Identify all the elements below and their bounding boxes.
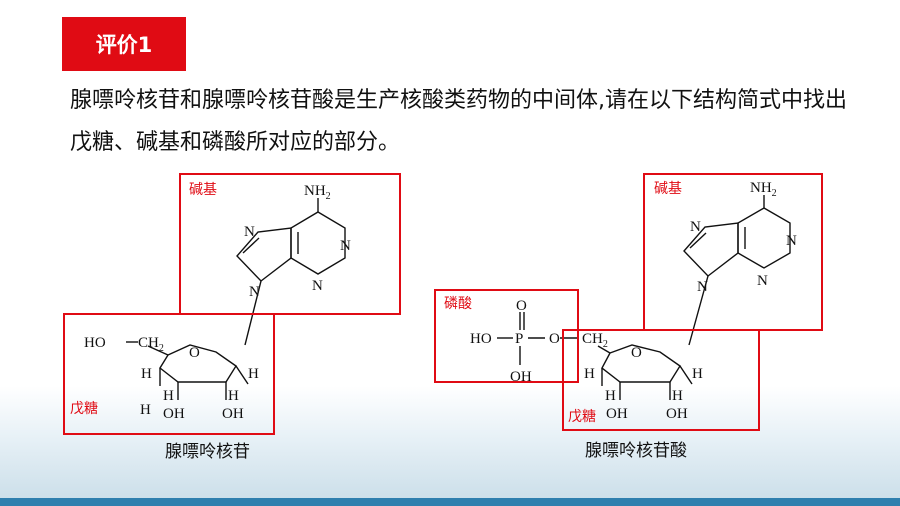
left-atom-h2: H xyxy=(163,388,174,404)
right-sugar-box xyxy=(562,329,760,431)
left-atom-oh2: OH xyxy=(222,406,244,422)
left-sugar-label: 戊糖 xyxy=(70,401,98,417)
right-atom-ch2: CH2 xyxy=(582,331,608,350)
left-atom-n3: N xyxy=(312,278,323,294)
right-atom-n7: N xyxy=(690,219,701,235)
right-phosphate-label: 磷酸 xyxy=(444,296,472,312)
right-base-label: 碱基 xyxy=(654,180,682,197)
left-atom-h5: H xyxy=(140,402,151,418)
right-atom-oh1: OH xyxy=(606,406,628,422)
left-atom-n1: N xyxy=(340,238,351,254)
right-base-box xyxy=(643,173,823,331)
background-wave xyxy=(0,386,900,506)
right-imidazole-ring xyxy=(683,222,739,277)
left-atom-n9: N xyxy=(249,284,260,300)
right-nh2: NH2 xyxy=(750,180,777,199)
right-atom-n1: N xyxy=(786,233,797,249)
bottom-bar xyxy=(0,498,900,506)
left-structure xyxy=(126,198,346,400)
right-pyrimidine-ring xyxy=(737,207,791,269)
left-caption: 腺嘌呤核苷 xyxy=(165,442,250,462)
right-atom-o: O xyxy=(631,345,642,361)
right-caption: 腺嘌呤核苷酸 xyxy=(585,441,687,461)
right-atom-h1: H xyxy=(584,366,595,382)
left-imidazole-ring xyxy=(236,227,292,282)
right-structure xyxy=(497,195,791,400)
left-atom-o: O xyxy=(189,345,200,361)
right-atom-ester-o: O xyxy=(549,331,560,347)
left-base-box xyxy=(179,173,401,315)
right-atom-h2: H xyxy=(605,388,616,404)
question-text: 腺嘌呤核苷和腺嘌呤核苷酸是生产核酸类药物的中间体,请在以下结构简式中找出戊糖、碱… xyxy=(70,88,847,155)
left-base-label: 碱基 xyxy=(189,181,217,198)
left-atom-n7: N xyxy=(244,224,255,240)
right-atom-oh2: OH xyxy=(666,406,688,422)
left-pyrimidine-ring xyxy=(290,211,346,275)
right-atom-n9: N xyxy=(697,279,708,295)
left-atoms: NH2 N N N N HO CH2 O H H H H H OH OH xyxy=(84,183,351,422)
right-atom-n3: N xyxy=(757,273,768,289)
right-atom-p: P xyxy=(515,331,523,347)
left-atom-h1: H xyxy=(141,366,152,382)
right-atoms: NH2 N N N N HO P O O OH CH2 O H H H H OH… xyxy=(470,180,797,422)
left-atom-ch2: CH2 xyxy=(138,335,164,354)
right-atom-h4: H xyxy=(692,366,703,382)
right-atom-ho: HO xyxy=(470,331,492,347)
left-atom-ho: HO xyxy=(84,335,106,351)
left-ribose-ring xyxy=(159,344,237,383)
right-atom-p-o: O xyxy=(516,298,527,314)
right-sugar-label: 戊糖 xyxy=(568,409,596,425)
right-phosphate-box xyxy=(434,289,579,383)
left-atom-oh1: OH xyxy=(163,406,185,422)
left-atom-h3: H xyxy=(228,388,239,404)
right-ribose-ring xyxy=(601,344,681,383)
left-nh2: NH2 xyxy=(304,183,331,202)
slide-title: 评价1 xyxy=(62,17,186,71)
left-sugar-box xyxy=(63,313,275,435)
right-atom-h3: H xyxy=(672,388,683,404)
left-atom-h4: H xyxy=(248,366,259,382)
